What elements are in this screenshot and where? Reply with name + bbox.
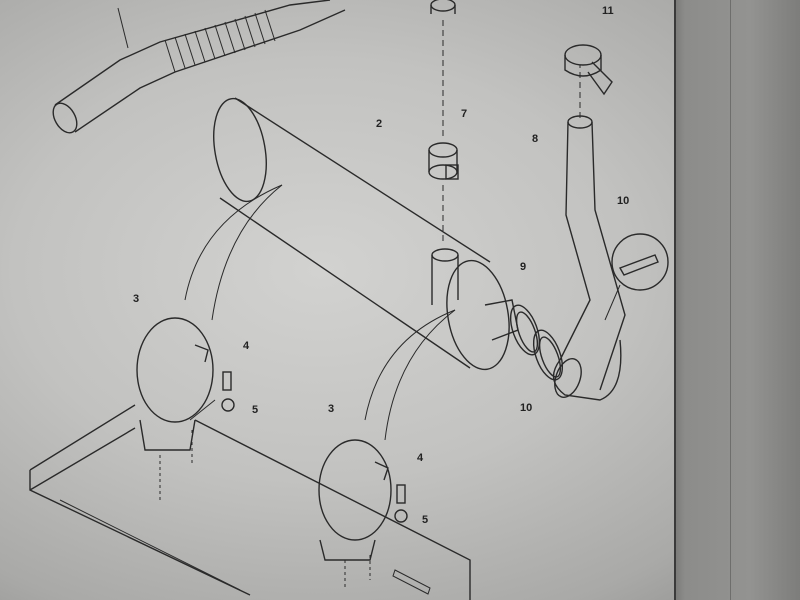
- base-plate: [29, 404, 471, 600]
- monitor-bezel: [675, 0, 800, 600]
- callout-2: 2: [376, 118, 383, 130]
- callout-4-right: 4: [417, 452, 424, 464]
- screen-edge: [674, 0, 676, 600]
- leader-lines: [184, 184, 456, 441]
- flex-hose: [52, 0, 346, 134]
- callout-3-right: 3: [328, 403, 335, 415]
- callout-11: 11: [602, 5, 614, 17]
- callout-8: 8: [532, 133, 539, 145]
- detail-bubble: [604, 233, 669, 321]
- callout-4-left: 4: [243, 340, 250, 352]
- bezel-edge: [730, 0, 731, 600]
- gaskets: [509, 304, 564, 381]
- clamp-3-right: [318, 439, 392, 561]
- callout-10-detail: 10: [617, 195, 630, 207]
- clamp-11: [564, 44, 613, 96]
- callout-10: 10: [520, 402, 533, 414]
- pipe-clamp-7: [428, 0, 459, 245]
- tailpipe-8: [552, 65, 626, 401]
- callout-5-left: 5: [252, 404, 259, 416]
- bolt-washer-left: [221, 371, 235, 412]
- callout-3-left: 3: [133, 293, 140, 305]
- callout-9: 9: [520, 261, 527, 273]
- clamp-3-left: [136, 317, 216, 451]
- muffler: [213, 97, 519, 371]
- callout-5-right: 5: [422, 514, 429, 526]
- callout-7: 7: [461, 108, 468, 120]
- bolt-washer-right: [394, 484, 408, 523]
